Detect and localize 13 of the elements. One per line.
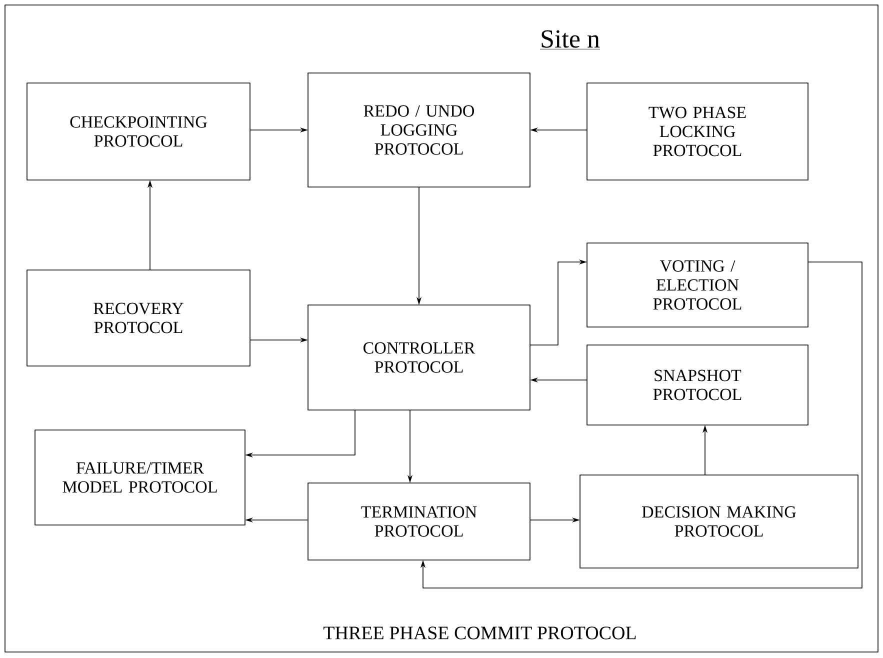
frame-label: THREE PHASE COMMIT PROTOCOL [324,626,636,640]
protocol-box: CHECKPOINTING PROTOCOL [26,82,250,180]
protocol-box: CONTROLLER PROTOCOL [308,304,530,410]
arrow [420,262,862,588]
protocol-box: FAILURE/TIMER MODEL PROTOCOL [34,430,246,526]
protocol-box: TWO PHASE LOCKING PROTOCOL [586,82,808,180]
protocol-box: REDO / UNDO LOGGING PROTOCOL [308,72,530,188]
site-title: Site n [540,30,600,50]
protocol-box: TERMINATION PROTOCOL [308,482,530,560]
protocol-box: SNAPSHOT PROTOCOL [586,344,808,426]
protocol-box: DECISION MAKING PROTOCOL [580,474,858,568]
protocol-box: RECOVERY PROTOCOL [26,270,250,366]
protocol-box: VOTING / ELECTION PROTOCOL [586,242,808,328]
